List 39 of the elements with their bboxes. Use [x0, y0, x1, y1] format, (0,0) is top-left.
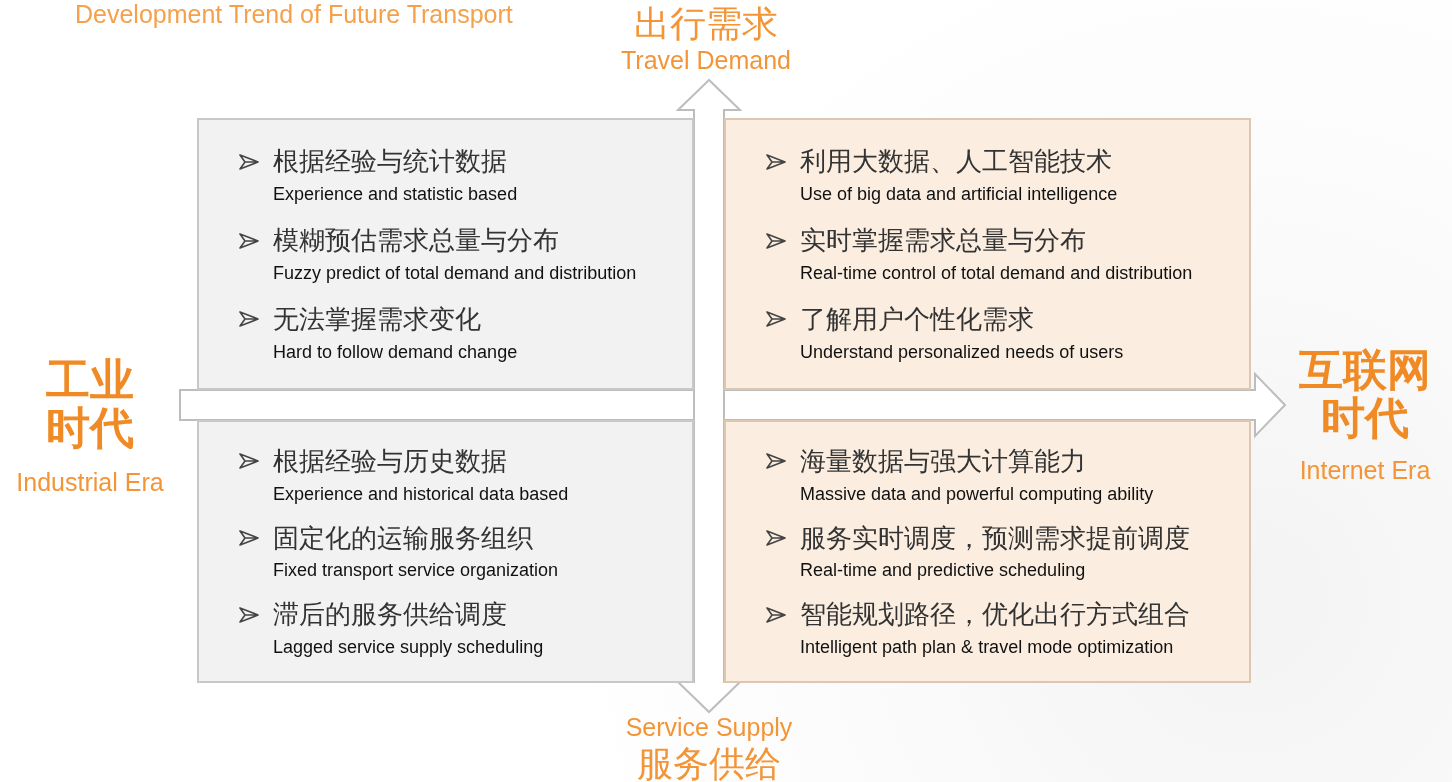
- item-heading: 服务实时调度，预测需求提前调度: [800, 521, 1190, 555]
- era-title: 互联网时代: [1298, 346, 1432, 443]
- quadrant-panel: [197, 118, 694, 390]
- item-heading: 实时掌握需求总量与分布: [800, 224, 1086, 257]
- item-heading: 根据经验与统计数据: [273, 145, 507, 178]
- item-description: Use of big data and artificial intelligence: [800, 183, 1119, 205]
- axis-subtitle: Internet Era: [1299, 454, 1431, 485]
- item-heading: 利用大数据、人工智能技术: [800, 145, 1112, 178]
- item-heading: 海量数据与强大计算能力: [800, 445, 1086, 478]
- item-heading: 无法掌握需求变化: [273, 303, 481, 336]
- axis-subtitle: Service Supply: [625, 712, 793, 742]
- item-heading: 滞后的服务供给调度: [273, 598, 507, 631]
- item-heading: 模糊预估需求总量与分布: [273, 224, 559, 257]
- item-description: Real-time control of total demand and distribution: [800, 262, 1194, 284]
- quadrant-panel: [197, 420, 694, 683]
- quadrant-panel: [724, 118, 1251, 390]
- item-heading: 根据经验与历史数据: [273, 445, 507, 478]
- item-description: Experience and historical data based: [273, 483, 570, 505]
- item-description: Fixed transport service organization: [273, 560, 560, 582]
- item-heading: 了解用户个性化需求: [800, 303, 1034, 336]
- diagram-title: Development Trend of Future Transport: [75, 0, 513, 29]
- axis-subtitle: Industrial Era: [16, 466, 164, 497]
- item-description: Lagged service supply scheduling: [273, 636, 545, 658]
- block-arrow: [179, 371, 1287, 439]
- item-description: Fuzzy predict of total demand and distribution: [273, 262, 638, 284]
- axis-title: 出行需求: [634, 2, 778, 46]
- era-title: 工业时代: [45, 356, 135, 453]
- item-description: Experience and statistic based: [273, 183, 519, 205]
- item-heading: 固定化的运输服务组织: [273, 521, 533, 555]
- item-description: Understand personalized needs of users: [800, 341, 1125, 363]
- axis-subtitle: Travel Demand: [621, 45, 791, 76]
- item-description: Hard to follow demand change: [273, 341, 519, 363]
- axis-title: 服务供给: [637, 742, 781, 782]
- item-description: Intelligent path plan & travel mode optimization: [800, 636, 1175, 658]
- quadrant-panel: [724, 420, 1251, 683]
- item-description: Real-time and predictive scheduling: [800, 560, 1087, 582]
- item-heading: 智能规划路径，优化出行方式组合: [800, 598, 1190, 631]
- block-arrow: [675, 78, 743, 714]
- item-description: Massive data and powerful computing ability: [800, 483, 1155, 505]
